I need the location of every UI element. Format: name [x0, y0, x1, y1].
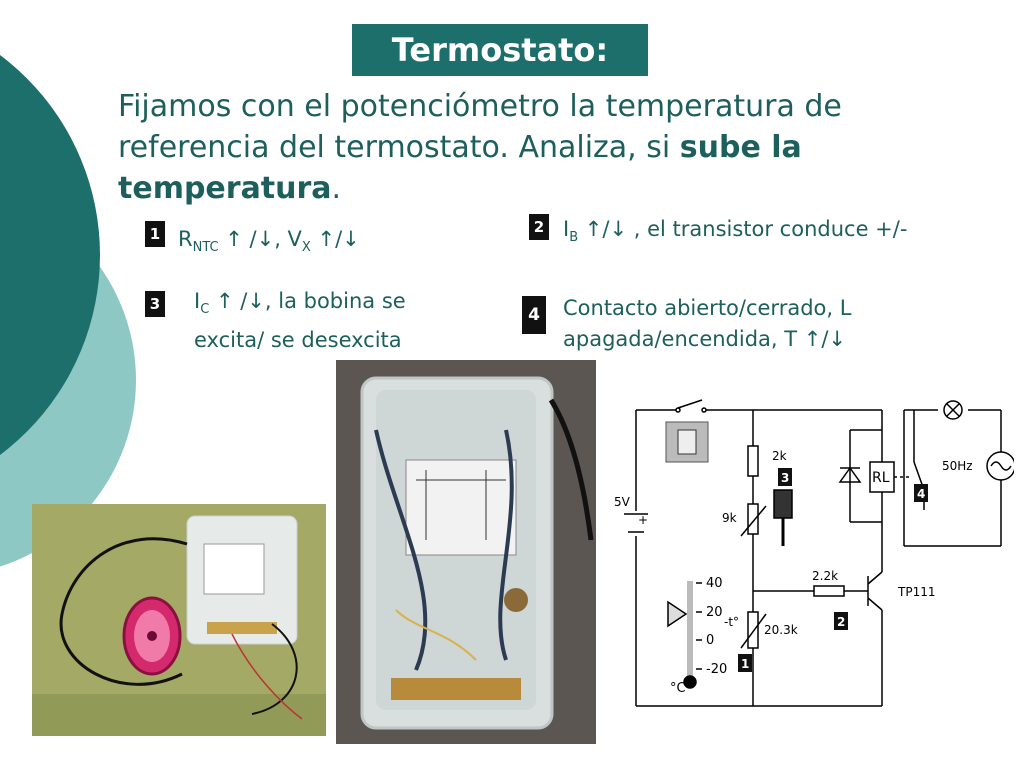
intro-bold: sube la temperatura [118, 130, 802, 206]
item-3-text: IC ↑ /↓, la bobina se excita/ se desexci… [194, 289, 406, 353]
intro-text: Fijamos con el potenciómetro la temperat… [118, 89, 842, 206]
badge-2: 2 [529, 214, 549, 240]
circuit-diagram: 5V + 2k 9k 2.2k 20.3k -t° RL TP111 50Hz … [614, 399, 1014, 707]
item-1-text: RNTC ↑ /↓, VX ↑/↓ [178, 227, 360, 256]
slide-title: Termostato: [352, 24, 648, 76]
badge-3: 3 [145, 291, 165, 317]
item-2-text: IB ↑/↓ , el transistor conduce +/- [563, 217, 908, 246]
mains-label: 50Hz [942, 459, 973, 473]
pot-9k-label: 9k [722, 511, 737, 525]
circuit-marker-1: 1 [741, 657, 749, 671]
supply-label: 5V [614, 495, 631, 509]
decorative-circles [0, 55, 136, 567]
thermo-tick-minus20: -20 [706, 662, 727, 677]
photo-fan-setup [32, 504, 326, 736]
photo-fan-setup-illustration [32, 504, 326, 736]
ntc-symbol: -t° [724, 615, 739, 629]
ntc-label: 20.3k [764, 623, 798, 637]
transistor-label: TP111 [897, 585, 935, 599]
thermo-tick-40: 40 [706, 576, 723, 591]
plus-label: + [638, 513, 648, 527]
circuit-marker-4: 4 [917, 487, 925, 501]
badge-4: 4 [522, 296, 546, 334]
circuit-marker-3: 3 [781, 471, 789, 485]
thermo-tick-0: 0 [706, 633, 714, 648]
circuit-marker-2: 2 [837, 615, 845, 629]
photo-box-closeup-illustration [336, 360, 596, 744]
item-4-text: Contacto abierto/cerrado, L apagada/ence… [563, 296, 852, 351]
relay-label: RL [872, 470, 890, 486]
resistor-22k-label: 2.2k [812, 569, 838, 583]
badge-1: 1 [145, 221, 165, 247]
thermo-unit: °C [670, 681, 686, 696]
resistor-2k-label: 2k [772, 449, 787, 463]
thermo-tick-20: 20 [706, 605, 723, 620]
photo-box-closeup [336, 360, 596, 744]
